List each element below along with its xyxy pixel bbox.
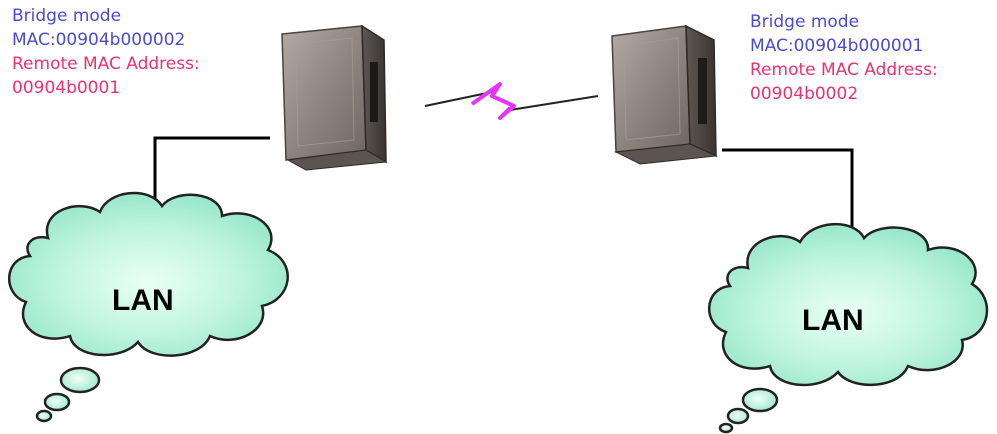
left-wire — [153, 136, 270, 225]
left-mac-text: MAC:00904b000002 — [12, 30, 186, 50]
left-lan-cloud — [8, 191, 289, 423]
right-mode-text: Bridge mode — [750, 12, 860, 32]
left-mode-text: Bridge mode — [12, 6, 122, 26]
right-remote-label: Remote MAC Address: — [750, 60, 938, 80]
left-node-info: Bridge mode MAC:00904b000002 Remote MAC … — [12, 4, 200, 100]
left-bridge-device — [281, 24, 388, 171]
left-lan-label: LAN — [112, 284, 174, 317]
right-bridge-device — [611, 24, 718, 165]
right-node-info: Bridge mode MAC:00904b000001 Remote MAC … — [750, 10, 938, 106]
right-lan-cloud — [708, 223, 989, 434]
right-remote-value: 00904b0002 — [750, 84, 859, 104]
right-mac-text: MAC:00904b000001 — [750, 36, 924, 56]
right-lan-label: LAN — [802, 304, 864, 337]
left-remote-label: Remote MAC Address: — [12, 54, 200, 74]
right-wire — [722, 148, 854, 240]
wireless-link — [424, 82, 599, 120]
left-remote-value: 00904b0001 — [12, 78, 121, 98]
